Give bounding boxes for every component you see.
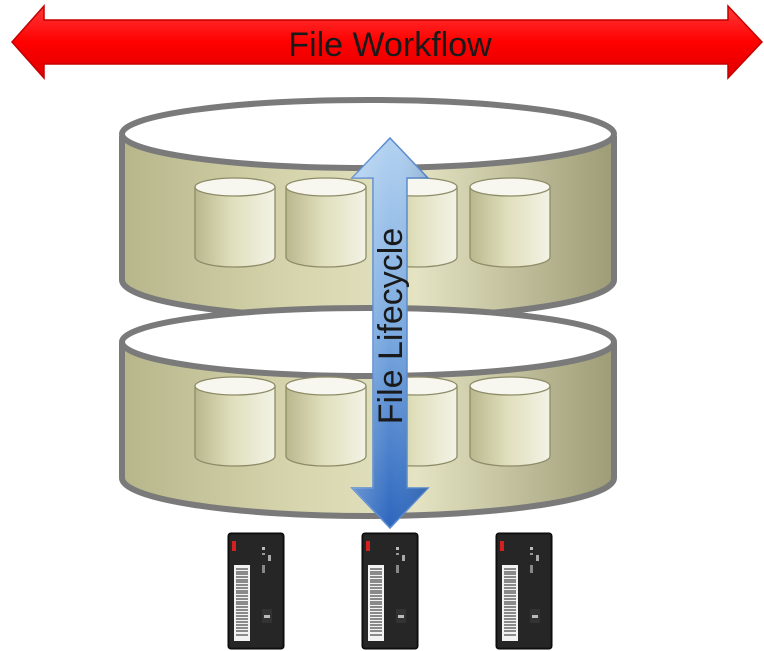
tape-cartridge-icon [361,532,419,650]
file-lifecycle-arrow: File Lifecycle [350,136,430,530]
file-workflow-label: File Workflow [288,26,492,64]
tape-cartridge-icon [495,532,553,650]
disk-icon [194,376,276,467]
disk-icon [194,177,276,268]
lower-storage-tier [119,305,617,519]
disk-icon [469,177,551,268]
file-workflow-arrow: File Workflow [10,4,764,80]
disk-icon [285,376,367,467]
disk-icon [285,177,367,268]
file-lifecycle-label: File Lifecycle [372,228,410,425]
upper-storage-tier [119,97,617,321]
tape-cartridges [227,532,553,650]
disk-icon [469,376,551,467]
tape-cartridge-icon [227,532,285,650]
